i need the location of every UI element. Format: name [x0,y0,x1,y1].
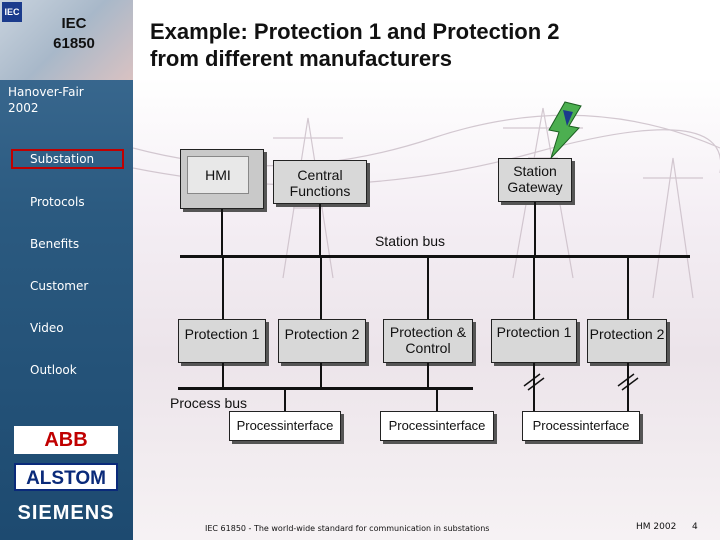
station-bus-line [180,255,690,258]
sidebar [0,0,133,540]
interface-connector-2 [436,389,438,411]
nav-item-customer[interactable]: Customer [30,279,89,293]
footer-caption: IEC 61850 - The world-wide standard for … [205,524,490,533]
title-line1: Example: Protection 1 and Protection 2 [150,19,560,44]
lightning-icon [548,101,582,159]
logo-title-line1: IEC [61,15,87,32]
protection-control-box: Protection & Control [383,319,473,363]
process-interface-2: Processinterface [380,411,494,441]
process-connector-pc [427,363,429,388]
footer-date: HM 2002 [636,522,677,532]
central-functions-box: Central Functions [273,160,367,204]
connector-b1 [533,257,535,319]
process-bus-line [178,387,473,390]
event-label: Hanover-Fair 2002 [8,84,84,116]
hmi-box: HMI [180,149,264,209]
connector-b2 [627,257,629,319]
process-connector-a1 [222,363,224,388]
iec-logo-panel: IEC IEC 61850 [0,0,133,80]
hmi-label: HMI [187,156,249,194]
logo-title: IEC 61850 [28,14,120,54]
central-connector [319,204,321,255]
connector-a2 [320,257,322,319]
abb-logo: ABB [14,426,118,454]
connector-pc [427,257,429,319]
station-bus-label: Station bus [374,233,446,249]
nav-item-protocols[interactable]: Protocols [30,195,85,209]
protection-1-box-a: Protection 1 [178,319,266,363]
process-bus-label: Process bus [170,395,248,411]
alstom-logo: ALSTOM [14,463,118,491]
header [133,0,720,78]
event-line2: 2002 [8,101,39,115]
process-connector-b2 [627,363,629,411]
hmi-connector [221,209,223,255]
process-connector-a2 [320,363,322,388]
connector-a1 [222,257,224,319]
page-number: 4 [692,522,698,532]
break-marker-icon [523,373,545,391]
gateway-connector [534,202,536,255]
title-line2: from different manufacturers [150,46,452,71]
station-gateway-box: Station Gateway [498,158,572,202]
nav-item-outlook[interactable]: Outlook [30,363,77,377]
break-marker-icon [617,373,639,391]
siemens-logo: SIEMENS [17,502,115,524]
nav-active-indicator [11,149,124,169]
event-line1: Hanover-Fair [8,85,84,99]
protection-2-box-a: Protection 2 [278,319,366,363]
process-interface-3: Processinterface [522,411,640,441]
logo-title-line2: 61850 [53,35,95,52]
process-interface-1: Processinterface [229,411,341,441]
nav-item-video[interactable]: Video [30,321,64,335]
process-connector-b1 [533,363,535,411]
nav-item-benefits[interactable]: Benefits [30,237,80,251]
protection-1-box-b: Protection 1 [491,319,577,363]
interface-connector-1 [284,389,286,411]
page-title: Example: Protection 1 and Protection 2 f… [150,18,560,72]
protection-2-box-b: Protection 2 [587,319,667,363]
iec-badge-icon: IEC [2,2,22,22]
nav-item-substation[interactable]: Substation [30,152,95,166]
